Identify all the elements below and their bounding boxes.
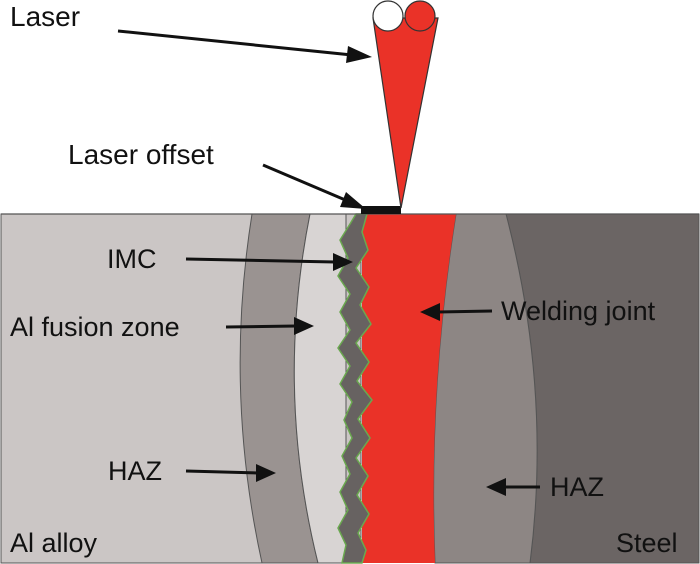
welding-joint-arrow — [420, 303, 493, 321]
al-fusion-zone-label: Al fusion zone — [10, 312, 180, 342]
laser-arrow — [117, 29, 372, 63]
haz-right-label: HAZ — [550, 472, 604, 502]
laser-offset-arrow — [262, 163, 366, 209]
steel-label: Steel — [616, 528, 678, 558]
al-fusion-zone-arrow — [225, 317, 314, 335]
laser-beam — [372, 17, 439, 209]
haz-left-arrow — [185, 464, 276, 482]
welding-joint-region — [362, 214, 456, 563]
al-fusion-zone-region — [293, 213, 347, 564]
laser-lens-left — [372, 0, 404, 32]
al-alloy-label: Al alloy — [10, 528, 98, 558]
haz-right-arrow — [486, 478, 540, 496]
steel-haz-region — [433, 213, 538, 564]
haz-left-label: HAZ — [108, 456, 162, 486]
laser-lens-right — [404, 0, 436, 32]
imc-arrow — [185, 253, 353, 271]
imc-layer — [337, 213, 373, 564]
laser-label: Laser — [10, 1, 80, 32]
laser-offset-label: Laser offset — [68, 139, 214, 170]
welding-joint-label: Welding joint — [501, 296, 656, 326]
laser-offset-bar — [361, 206, 401, 214]
imc-label: IMC — [107, 244, 157, 274]
